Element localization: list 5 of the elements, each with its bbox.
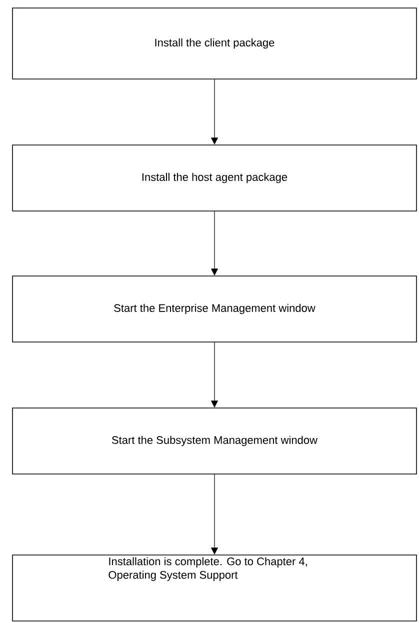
process-box: Installation is complete. Go to Chapter 4, Operating System Support <box>12 554 417 622</box>
process-box: Start the Subsystem Management window <box>12 408 417 474</box>
process-box: Install the host agent package <box>12 144 417 212</box>
process-box: Start the Enterprise Management window <box>12 276 417 342</box>
process-box: Install the client package <box>12 8 417 80</box>
